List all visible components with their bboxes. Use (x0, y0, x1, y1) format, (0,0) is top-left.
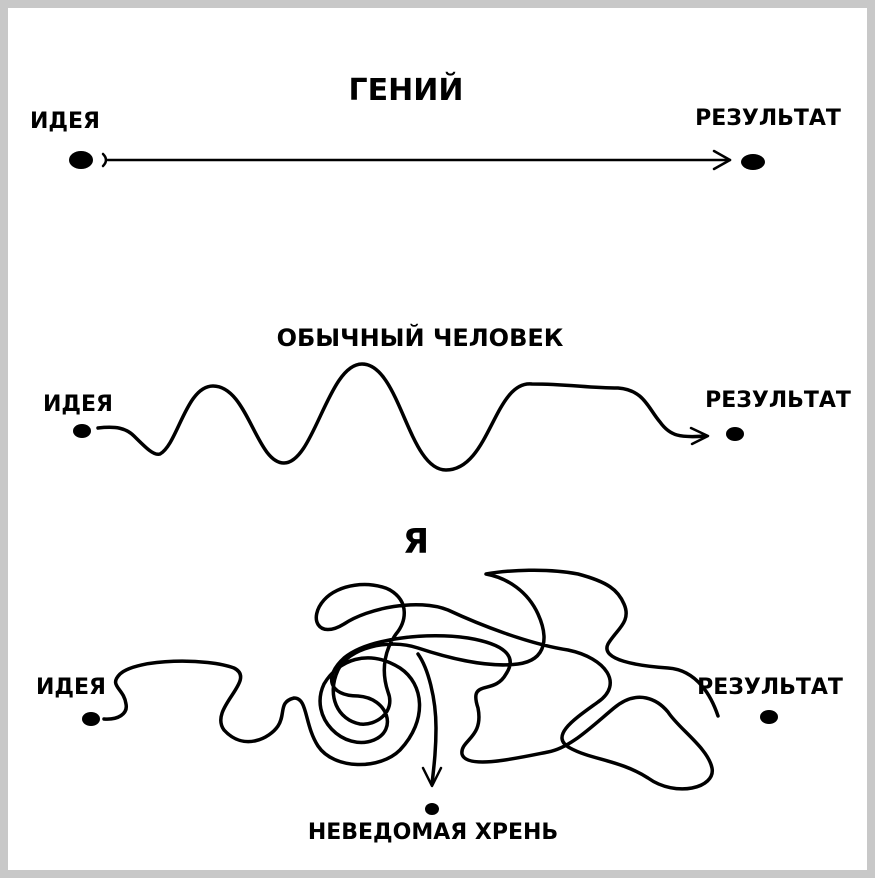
me-tangled-path (104, 570, 718, 789)
me-result-dot (760, 710, 778, 724)
me-outcome-label: НЕВЕДОМАЯ ХРЕНЬ (308, 820, 558, 845)
me-idea-label: ИДЕЯ (36, 675, 106, 700)
me-idea-dot (82, 712, 100, 726)
genius-title: ГЕНИЙ (349, 72, 464, 108)
genius-idea-dot (69, 151, 93, 169)
ordinary-idea-label: ИДЕЯ (43, 392, 113, 417)
ordinary-result-label: РЕЗУЛЬТАТ (705, 388, 851, 413)
genius-section: ГЕНИЙ ИДЕЯ РЕЗУЛЬТАТ (30, 72, 841, 170)
ordinary-title: ОБЫЧНЫЙ ЧЕЛОВЕК (277, 323, 564, 352)
ordinary-wavy-path (98, 364, 706, 470)
genius-result-dot (741, 154, 765, 170)
me-outcome-path (418, 654, 436, 784)
me-outcome-dot (425, 803, 439, 815)
genius-result-label: РЕЗУЛЬТАТ (695, 106, 841, 131)
me-title: Я (403, 522, 429, 562)
me-section: Я ИДЕЯ РЕЗУЛЬТАТ НЕВЕДОМАЯ ХРЕНЬ (36, 522, 843, 845)
genius-idea-label: ИДЕЯ (30, 109, 100, 134)
comic-drawing: ГЕНИЙ ИДЕЯ РЕЗУЛЬТАТ ОБЫЧНЫЙ ЧЕЛОВЕК ИДЕ… (8, 8, 867, 870)
ordinary-result-dot (726, 427, 744, 441)
me-result-label: РЕЗУЛЬТАТ (697, 675, 843, 700)
ordinary-idea-dot (73, 424, 91, 438)
comic-panel: ГЕНИЙ ИДЕЯ РЕЗУЛЬТАТ ОБЫЧНЫЙ ЧЕЛОВЕК ИДЕ… (8, 8, 867, 870)
ordinary-section: ОБЫЧНЫЙ ЧЕЛОВЕК ИДЕЯ РЕЗУЛЬТАТ (43, 323, 851, 470)
genius-line-tail (103, 154, 106, 166)
